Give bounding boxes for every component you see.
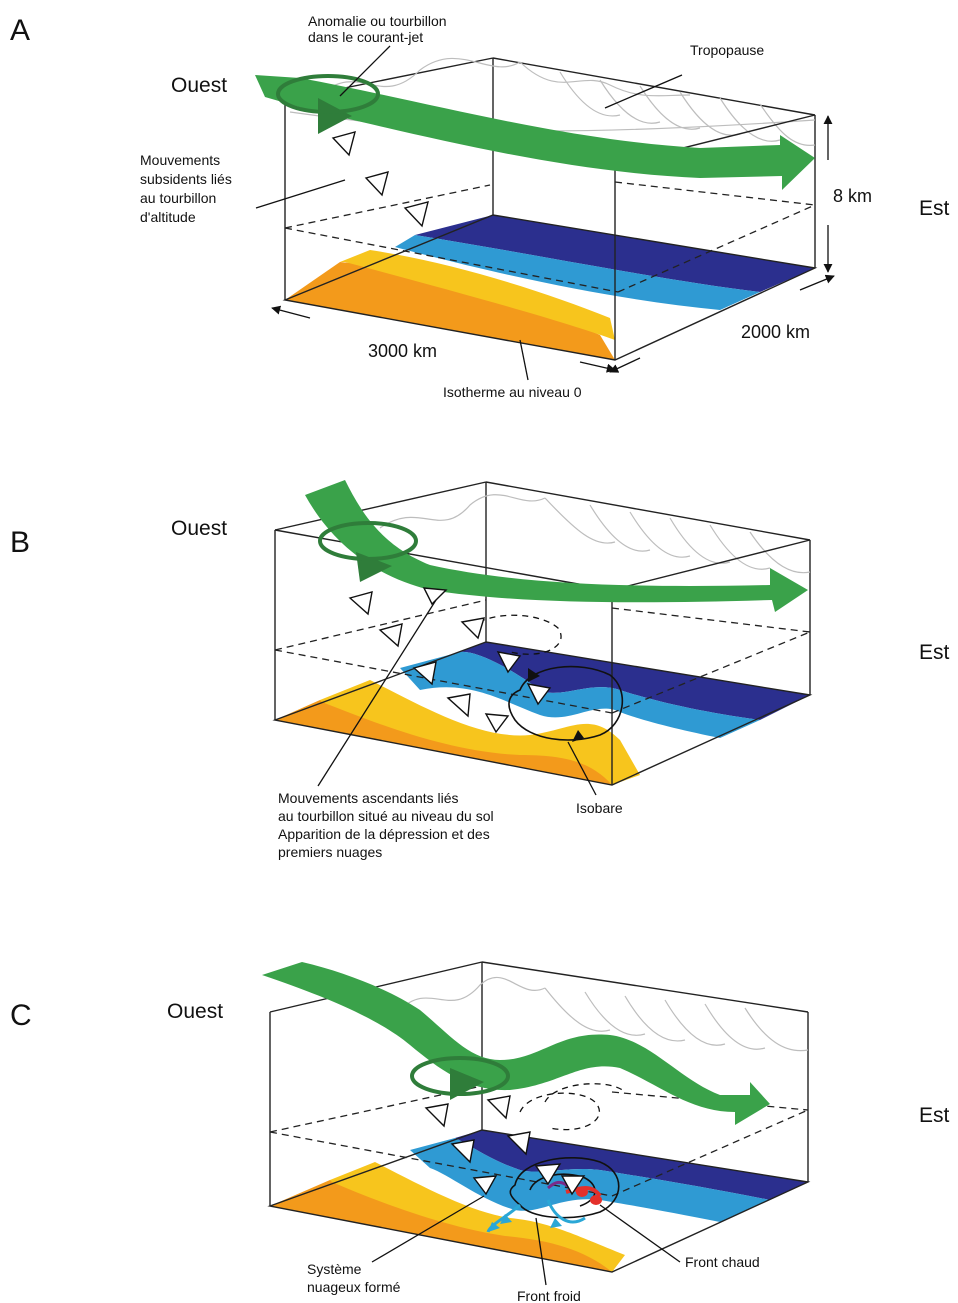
panel-a-ground: [282, 214, 818, 361]
panel-b-front-edges: [274, 529, 811, 785]
descent-arrow-3: [412, 661, 437, 686]
panel-b-jet-stream: [305, 480, 808, 612]
panel-a-mid-plane: [284, 181, 816, 293]
panel-b-ascent-label-1: Mouvements ascendants liés: [278, 790, 459, 806]
panel-a-subsidence-arrows: [331, 131, 429, 228]
descent-arrow-4: [446, 693, 471, 718]
panel-a-height-label: 8 km: [833, 186, 872, 206]
panel-b-isobar-label: Isobare: [576, 800, 623, 816]
panel-a-west-label: Ouest: [171, 74, 227, 97]
descent-arrow-2: [378, 623, 403, 648]
panel-a-letter: A: [10, 14, 30, 47]
panel-c-west-label: Ouest: [167, 1000, 223, 1023]
panel-b-west-label: Ouest: [171, 517, 227, 540]
panel-c-tropopause-lines: [399, 976, 809, 1052]
panel-c-fronts: [486, 1180, 602, 1233]
panel-b-isobars: [469, 614, 624, 742]
panel-b-vertical-motion-arrows: [348, 587, 552, 734]
panel-c-cloud-label-2: nuageux formé: [307, 1279, 401, 1295]
ascent-arrow-2: [496, 651, 522, 674]
panel-c-letter: C: [10, 999, 32, 1032]
ascent-arrow-3: [560, 1175, 586, 1196]
panel-c: C: [10, 961, 950, 1303]
panel-b-east-label: Est: [919, 641, 950, 664]
panel-a-tropopause-label: Tropopause: [690, 42, 764, 58]
panel-a-subsidence-label-4: d'altitude: [140, 209, 196, 225]
panel-a-anomaly-label-2: dans le courant-jet: [308, 29, 423, 45]
panel-b-tropopause-lines: [379, 494, 811, 574]
panel-c-cloud-label-1: Système: [307, 1261, 362, 1277]
panel-b-ground: [272, 641, 813, 786]
panel-b-box: [274, 481, 811, 720]
panel-b-ascent-label-3: Apparition de la dépression et des: [278, 826, 490, 842]
panel-a-subsidence-label-1: Mouvements: [140, 152, 220, 168]
ascent-arrow-3: [526, 683, 552, 706]
descent-arrow-1: [424, 1103, 449, 1128]
panel-a-width-label: 2000 km: [741, 322, 810, 342]
ascent-arrow-2: [534, 1163, 562, 1186]
ascent-arrow-4: [484, 713, 510, 734]
descent-arrow-2: [450, 1139, 475, 1164]
panel-b: B: [10, 480, 950, 860]
descent-arrow-5: [460, 617, 485, 640]
panel-c-warm-front-label: Front chaud: [685, 1254, 760, 1270]
panel-a-dimension-arrows: [271, 115, 835, 373]
descent-arrow-1: [331, 131, 356, 157]
ascent-arrow-1: [472, 1175, 498, 1196]
descent-arrow-3: [403, 201, 429, 228]
panel-a-isotherm-label: Isotherme au niveau 0: [443, 384, 582, 400]
panel-b-mid-plane: [274, 599, 811, 714]
panel-c-jet-stream: [262, 962, 770, 1125]
panel-a-subsidence-label-2: subsidents liés: [140, 171, 232, 187]
panel-b-ascent-label-4: premiers nuages: [278, 844, 382, 860]
panel-c-cold-front-label: Front froid: [517, 1288, 581, 1303]
panel-b-ascent-label-2: au tourbillon situé au niveau du sol: [278, 808, 494, 824]
panel-a-jet-stream: [255, 74, 815, 190]
panel-a: A: [10, 13, 950, 400]
descent-arrow-2: [364, 171, 389, 197]
panel-c-ground: [267, 1129, 811, 1273]
panel-a-anomaly-label-1: Anomalie ou tourbillon: [308, 13, 447, 29]
descent-arrow-3: [486, 1095, 511, 1120]
panel-c-vertical-motion-arrows: [424, 1095, 586, 1196]
descent-arrow-4: [506, 1131, 531, 1156]
panel-c-east-label: Est: [919, 1104, 950, 1127]
ascent-arrow-1: [422, 587, 448, 606]
panel-a-east-label: Est: [919, 197, 950, 220]
descent-arrow-1: [348, 591, 373, 616]
panel-a-length-label: 3000 km: [368, 341, 437, 361]
panel-a-subsidence-label-3: au tourbillon: [140, 190, 216, 206]
panel-b-letter: B: [10, 526, 30, 559]
